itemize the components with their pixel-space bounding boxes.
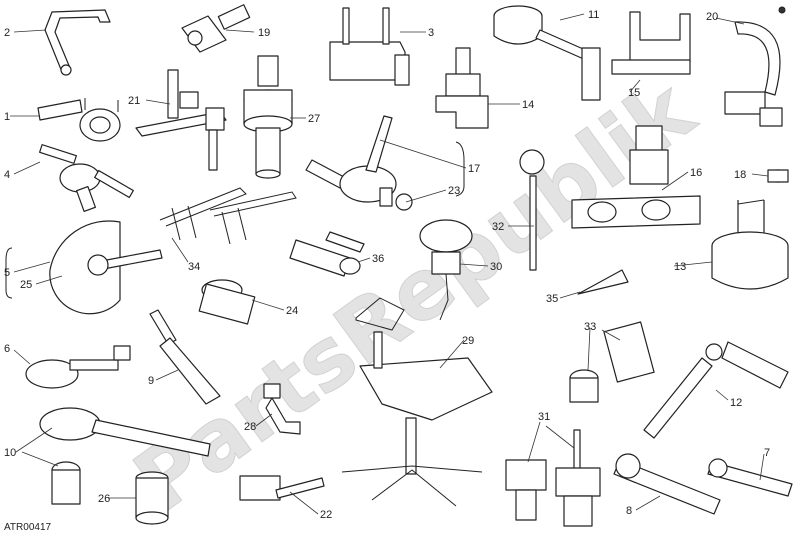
tool-2 [44,9,111,76]
tool-31 [505,429,601,527]
tool-27 [243,55,293,179]
tool-34 [159,187,297,245]
tool-22 [239,475,325,501]
label-26: 26 [98,493,110,505]
label-7: 7 [764,447,770,459]
tool-8 [613,453,721,515]
tool-21 [135,69,227,171]
tool-4 [39,144,134,212]
tool-1 [37,98,121,142]
label-20: 20 [706,11,718,23]
brace-17-23 [455,141,465,197]
tool-36 [289,231,365,277]
label-9: 9 [148,375,154,387]
label-10: 10 [4,447,16,459]
label-2: 2 [4,27,10,39]
tool-15 [611,11,691,75]
label-3: 3 [428,27,434,39]
label-30: 30 [490,261,502,273]
label-15: 15 [628,87,640,99]
label-14: 14 [522,99,534,111]
label-5: 5 [4,267,10,279]
label-17: 17 [468,163,480,175]
label-32: 32 [492,221,504,233]
tool-33 [569,321,655,403]
tool-5 [49,220,163,315]
tool-18 [767,169,789,183]
label-22: 22 [320,509,332,521]
label-6: 6 [4,343,10,355]
label-31: 31 [538,411,550,423]
part-labels: 2 19 3 11 20 1 21 27 14 4 15 16 18 17 23… [4,9,770,521]
label-35: 35 [546,293,558,305]
tool-28 [263,383,301,435]
tool-29 [341,297,493,507]
tool-24 [198,279,256,325]
tool-32 [519,149,545,271]
tool-16 [571,125,701,229]
leader-lines [10,13,769,515]
tool-3 [329,7,410,86]
tool-11 [493,5,601,101]
label-28: 28 [244,421,256,433]
label-13: 13 [674,261,686,273]
label-34: 34 [188,261,200,273]
tool-30 [419,219,473,321]
tool-14 [435,47,489,129]
tool-19 [181,4,251,53]
label-11: 11 [588,9,599,21]
label-29: 29 [462,335,474,347]
label-23: 23 [448,185,460,197]
label-19: 19 [258,27,270,39]
tool-12 [643,341,789,439]
label-27: 27 [308,113,320,125]
label-8: 8 [626,505,632,517]
tool-13 [711,199,789,290]
label-1: 1 [4,111,10,123]
label-4: 4 [4,169,10,181]
tool-6 [25,345,131,389]
diagram-code: ATR00417 [4,522,52,533]
label-16: 16 [690,167,702,179]
tool-35 [577,269,629,295]
label-25: 25 [20,279,32,291]
tool-17 [305,115,413,211]
label-33: 33 [584,321,596,333]
tool-7 [707,458,793,497]
label-24: 24 [286,305,298,317]
label-21: 21 [128,95,140,107]
tool-20 [724,6,786,127]
label-12: 12 [730,397,742,409]
label-18: 18 [734,169,746,181]
brace-5-25 [5,247,13,299]
label-36: 36 [372,253,384,265]
tool-26 [135,471,169,525]
tool-10 [39,407,211,505]
tool-9 [149,309,221,405]
